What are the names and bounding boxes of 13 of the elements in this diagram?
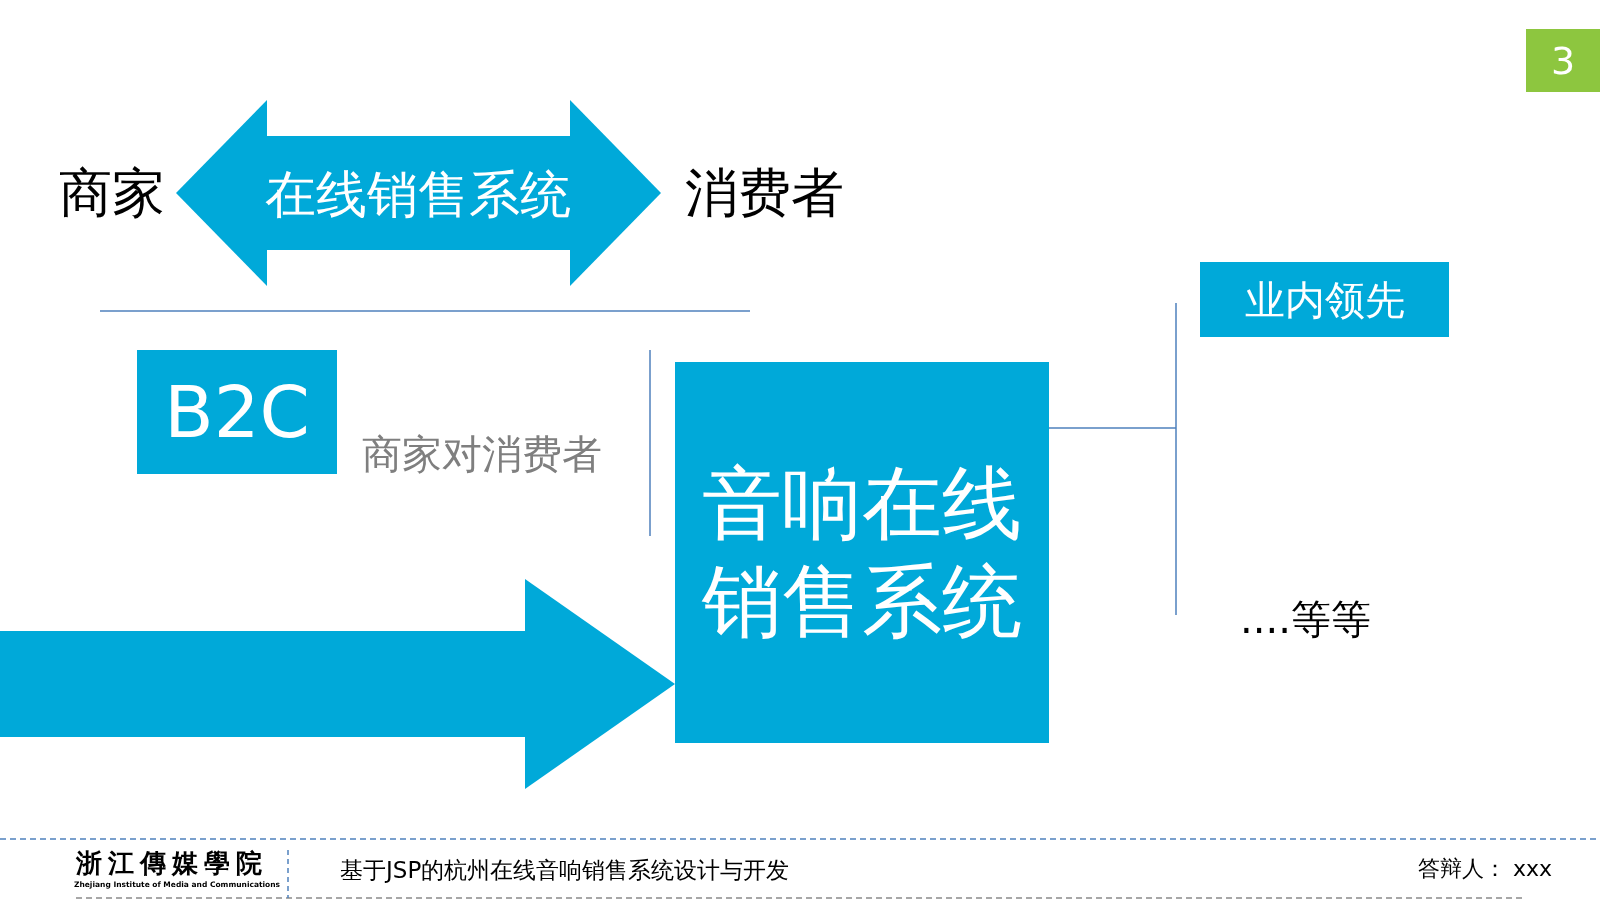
node-label: 商家对消费者 [362, 430, 602, 478]
block-arrow [0, 579, 675, 789]
double-arrow [176, 100, 661, 286]
page-number: 3 [1526, 29, 1600, 92]
footer-title: 基于JSP的杭州在线音响销售系统设计与开发 [340, 856, 790, 884]
system-box: 音响在线销售系统 [675, 362, 1049, 743]
tag-box: B2C [137, 350, 337, 474]
actor-label: 消费者 [661, 160, 867, 224]
presenter-label: 答辩人： xxx [1418, 856, 1553, 882]
school-name: 浙江傳媒學院 [76, 848, 268, 879]
actor-label: 商家 [48, 160, 176, 224]
heading-box: 业内领先 [1200, 262, 1449, 337]
list-item: ....等等 [1240, 595, 1371, 643]
